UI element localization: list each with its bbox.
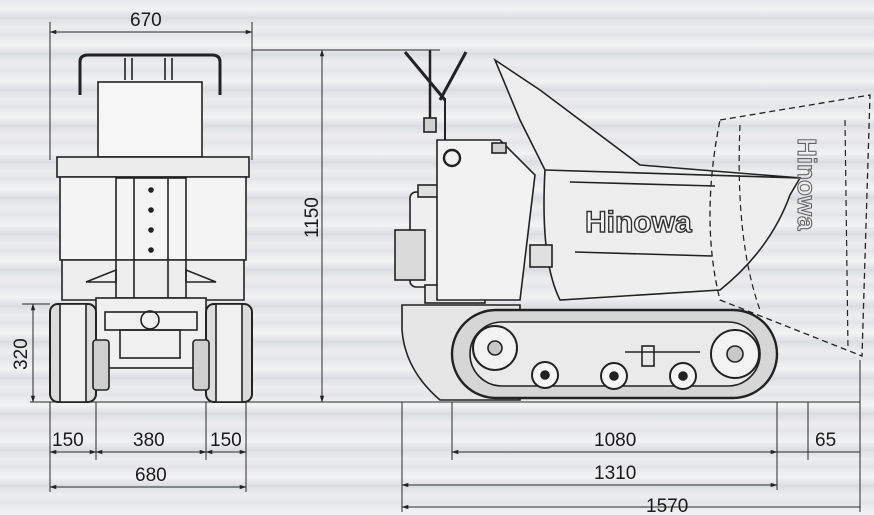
brand-logo-dumped: Hinowa [792,138,822,231]
front-view [49,53,253,403]
dim-track-right: 150 [210,430,242,451]
brand-logo: Hinowa [585,206,692,239]
dim-height: 1150 [302,197,323,238]
dim-overall-length: 1570 [646,496,688,515]
side-view [394,50,871,401]
dim-top-width: 670 [130,10,162,31]
dim-track-height: 320 [11,338,32,370]
dim-track-length: 1080 [594,430,636,451]
dim-track-left: 150 [52,430,84,451]
dim-overhang: 65 [815,430,836,451]
dimension-lines [22,22,861,512]
dim-body-length: 1310 [594,463,636,484]
dim-track-gap: 380 [133,430,165,451]
dim-overall-width: 680 [135,465,167,486]
